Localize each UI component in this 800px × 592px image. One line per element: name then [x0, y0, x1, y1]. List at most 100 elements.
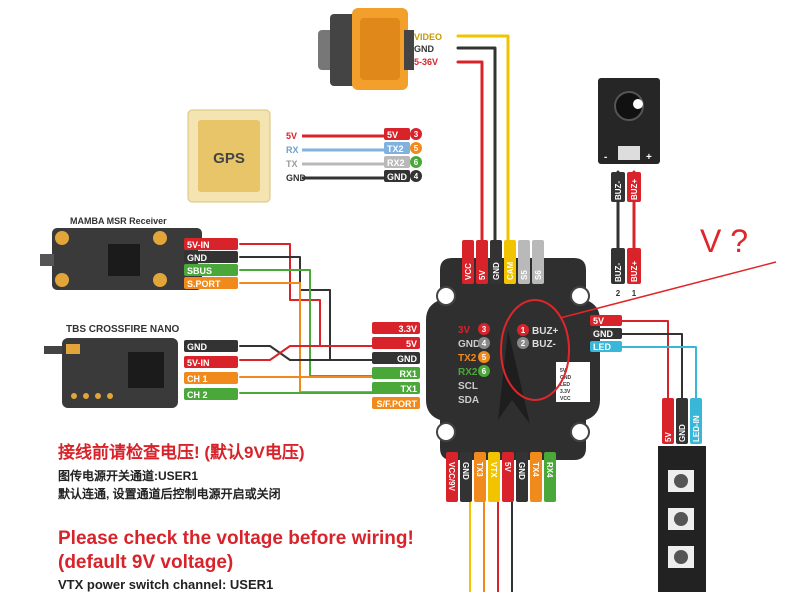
gps-num-1-dot [410, 142, 422, 154]
gps-num-3: 4 [414, 172, 419, 181]
gps-num-3-dot [410, 170, 422, 182]
fc-left-pad-0-tag [372, 322, 420, 334]
gps-right-label-2: RX2 [387, 158, 405, 168]
fc-bottom-pad-7-tag [544, 452, 556, 502]
crossfire-pin-1: 5V-IN [187, 358, 210, 368]
camera-pin-gnd: GND [414, 44, 435, 54]
fc-bottom-pad-1-tag [460, 452, 472, 502]
gps-right-label-3: GND [387, 172, 408, 182]
fc-right-pad-1-tag [590, 328, 622, 339]
fc-right-pad-0-tag [590, 315, 622, 326]
fc-label-num-2-dot [478, 351, 490, 363]
led-pin-1-tag [676, 398, 688, 444]
fc-buz-num-0: 1 [521, 326, 526, 335]
fc-top-pad-0: VCC [464, 263, 473, 280]
fc-bottom-pad-5-tag [516, 452, 528, 502]
fc-bottom-pad-2: TX3 [475, 462, 484, 477]
fc-top-pad-2: GND [492, 262, 501, 280]
gps-right-label-0-tag [384, 128, 410, 140]
en-warning-line-1: Please check the voltage before wiring! [58, 528, 414, 549]
gps-left-label-0: 5V [286, 131, 297, 141]
fc-buz-num-1: 2 [521, 339, 526, 348]
fc-top-pad-3: CAM [506, 261, 515, 280]
fc-top-pad-1: 5V [478, 270, 487, 280]
gps-num-0: 3 [414, 130, 419, 139]
buzzer-pad-0-tag [611, 248, 625, 284]
camera-pin-video: VIDEO [414, 32, 442, 42]
fc-label-num-3: 6 [482, 367, 487, 376]
en-warning-line-2: (default 9V voltage) [58, 552, 234, 573]
fc-top-pad-4: S5 [520, 270, 529, 280]
led-pin-0-tag [662, 398, 674, 444]
gps-right-label-3-tag [384, 170, 410, 182]
mamba-pin-1-tag [184, 251, 238, 263]
mamba-pin-3: S.PORT [187, 279, 221, 289]
buzzer-wire-label-0: BUZ- [614, 181, 623, 200]
fc-top-pad-5: S6 [534, 270, 543, 280]
mamba-receiver: MAMBA MSR Receiver [40, 216, 210, 290]
fc-left-pad-5-tag [372, 397, 420, 409]
fc-buz-num-0-dot [517, 324, 529, 336]
fc-buz-label-0: BUZ+ [532, 326, 559, 337]
gps-right-label-2-tag [384, 156, 410, 168]
annotation: V ? [500, 223, 777, 401]
fc-label-num-1-dot [478, 337, 490, 349]
camera-pin-power: 5-36V [414, 57, 438, 67]
gps-num-2: 6 [414, 158, 419, 167]
fc-left-pad-5: S/F.PORT [376, 399, 417, 409]
gps-module: GPS [187, 109, 271, 203]
led-pin-1: GND [678, 424, 687, 442]
crossfire-pin-3-tag [184, 388, 238, 400]
mamba-pin-2-tag [184, 264, 238, 276]
fpv-camera [318, 8, 414, 90]
fc-mini-label-4: VCC [560, 396, 571, 402]
en-line-1: VTX power switch channel: USER1 [58, 577, 274, 592]
gps-left-label-1: RX [286, 145, 299, 155]
fc-mini-label-0: 5V [560, 368, 567, 374]
crossfire-pin-0: GND [187, 342, 208, 352]
fc-bottom-pad-7: RX4 [545, 462, 554, 478]
fc-left-pad-4-tag [372, 382, 420, 394]
fc-left-pad-1: 5V [406, 339, 417, 349]
fc-label-0: 3V [458, 325, 471, 336]
flight-controller [426, 258, 600, 460]
fc-top-pad-0-tag [462, 240, 474, 284]
buzzer-minus: - [604, 152, 607, 163]
fc-bottom-pad-6: TX4 [531, 462, 540, 477]
buzzer-wire-1-tag [627, 172, 641, 202]
led-strip [658, 446, 706, 592]
fc-label-num-0: 3 [482, 325, 487, 334]
mamba-pin-2: SBUS [187, 266, 212, 276]
crossfire-title: TBS CROSSFIRE NANO [66, 324, 180, 335]
fc-bottom-pad-4: 5V [503, 462, 512, 472]
gps-num-1: 5 [414, 144, 419, 153]
buzzer-pad-1-tag [627, 248, 641, 284]
buzzer-pad-num-0: 2 [616, 289, 621, 298]
mamba-pin-0: 5V-IN [187, 240, 210, 250]
cn-warning: 接线前请检查电压! (默认9V电压) [58, 443, 305, 462]
fc-bottom-pad-3: VTX [489, 462, 498, 478]
fc-label-4: SCL [458, 381, 478, 392]
buzzer-pad-label-1: BUZ+ [630, 261, 639, 282]
fc-left-pad-2-tag [372, 352, 420, 364]
crossfire-pin-3: CH 2 [187, 390, 208, 400]
fc-bottom-pad-1: GND [461, 462, 470, 480]
fc-right-pad-2-tag [590, 341, 622, 352]
gps-num-0-dot [410, 128, 422, 140]
led-pin-0: 5V [664, 432, 673, 442]
fc-buz-label-1: BUZ- [532, 339, 556, 350]
buzzer: - + [598, 78, 660, 164]
mamba-pin-1: GND [187, 253, 208, 263]
crossfire-pin-1-tag [184, 356, 238, 368]
fc-left-pad-1-tag [372, 337, 420, 349]
cn-line-2: 默认连通, 设置通道后控制电源开启或关闭 [58, 487, 281, 501]
fc-bottom-pad-2-tag [474, 452, 486, 502]
gps-right-label-1-tag [384, 142, 410, 154]
mamba-title: MAMBA MSR Receiver [70, 216, 167, 226]
gps-left-label-2: TX [286, 159, 298, 169]
